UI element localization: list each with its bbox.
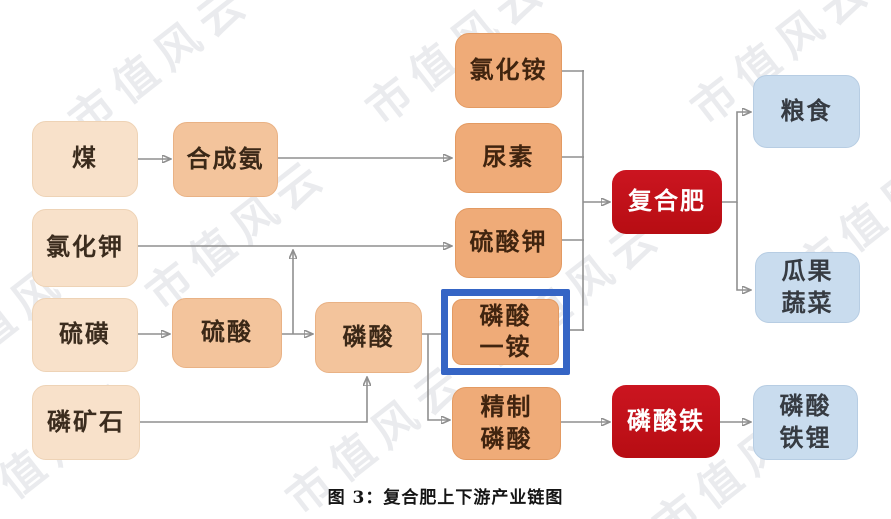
edge-h3po4-refined [427,334,450,420]
node-potassium-sulfate: 硫酸钾 [455,208,562,278]
node-sulfuric-acid: 硫酸 [172,298,282,368]
node-monoammonium-phosphate: 磷酸 一铵 [452,299,559,365]
edge-npk-vegetables [736,202,751,290]
node-fruits-vegetables: 瓜果 蔬菜 [755,252,860,323]
figure-caption: 图 3：复合肥上下游产业链图 [327,488,564,508]
node-potassium-chloride: 氯化钾 [32,209,138,287]
node-coal: 煤 [32,121,138,197]
node-lithium-iron-phosphate: 磷酸 铁锂 [753,385,858,460]
edge-rock-h3po4 [140,377,367,423]
node-sulfur: 硫磺 [32,298,138,372]
node-ammonium-chloride: 氯化铵 [455,33,562,108]
node-grain: 粮食 [753,75,860,148]
node-urea: 尿素 [455,123,562,193]
node-synthetic-ammonia: 合成氨 [173,122,278,197]
node-compound-fertilizer: 复合肥 [612,170,722,234]
edge-npk-grain [722,112,751,203]
node-iron-phosphate: 磷酸铁 [612,385,720,458]
node-phosphate-rock: 磷矿石 [32,385,140,460]
node-phosphoric-acid: 磷酸 [315,302,422,373]
node-refined-phosphoric-acid: 精制 磷酸 [452,387,561,460]
highlight-box [441,289,570,375]
